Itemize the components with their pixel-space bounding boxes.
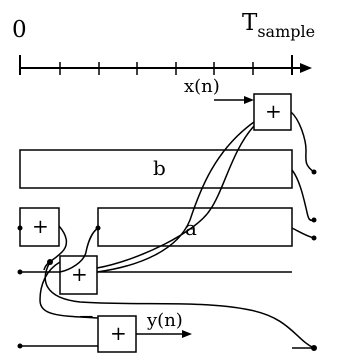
junction-dot: [311, 345, 317, 351]
block-b-box: [19, 149, 293, 189]
timeline: 0 Tsample: [12, 10, 315, 75]
input-signal: x(n): [184, 76, 254, 104]
junction-dot: [17, 343, 23, 349]
output-arrowhead: [182, 330, 192, 338]
wires: [20, 111, 315, 349]
junction-dot: [47, 259, 53, 265]
wire-top-to-a: [96, 125, 255, 269]
timeline-arrowhead: [300, 63, 312, 73]
block-b: b: [19, 149, 293, 189]
timeline-start-label: 0: [12, 17, 27, 43]
block-a: a: [97, 207, 293, 247]
junction-dot: [311, 217, 317, 223]
wire-right-top: [290, 111, 315, 173]
block-b-label: b: [153, 156, 166, 180]
junction-dot: [17, 269, 23, 275]
timeline-end-subscript: sample: [257, 22, 315, 41]
wire-a-to-center: [59, 227, 99, 273]
junction-dot: [17, 225, 23, 231]
wire-right-b: [291, 169, 315, 222]
input-arrowhead: [244, 96, 254, 104]
wire-left-cross: [43, 225, 68, 271]
wire-top-to-center: [96, 121, 255, 273]
junction-dot: [311, 169, 317, 175]
input-label: x(n): [184, 76, 220, 97]
adder-output-box: [97, 315, 137, 353]
minus-sign: −: [78, 304, 95, 328]
wire-center-to-output: [39, 261, 99, 319]
junction-dot: [311, 235, 317, 241]
wire-long-bottom: [44, 261, 315, 349]
timeline-end-base: T: [242, 10, 258, 36]
timeline-end-label: Tsample: [242, 10, 315, 41]
junctions: [17, 169, 317, 351]
adder-left-symbol: +: [32, 214, 49, 238]
output-label: y(n): [146, 310, 183, 331]
adder-output: + − y(n): [78, 304, 192, 353]
adder-top: +: [253, 93, 292, 131]
adder-center: +: [59, 255, 98, 295]
junction-dot: [95, 225, 101, 231]
adder-left: +: [19, 207, 60, 247]
wire-right-a: [291, 227, 315, 239]
adder-top-symbol: +: [265, 99, 282, 123]
adder-output-symbol: +: [110, 321, 127, 345]
adder-center-symbol: +: [71, 262, 88, 286]
